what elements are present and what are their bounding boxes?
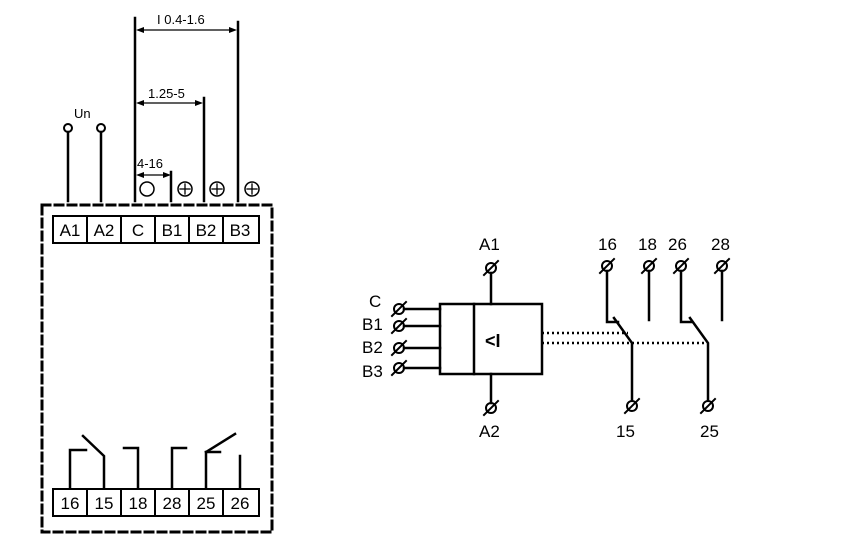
input-label-b3: B3	[362, 362, 383, 381]
undercurrent-symbol: <I	[485, 331, 501, 351]
contact-terminal-25-icon	[699, 397, 717, 415]
contact-terminal-15-icon	[623, 397, 641, 415]
contact-label-18: 18	[638, 235, 657, 254]
terminal-label-a1: A1	[60, 221, 81, 240]
screw-terminal-icon	[244, 181, 260, 197]
range-label-0-4-1-6: I 0.4-1.6	[157, 12, 205, 27]
input-label-b2: B2	[362, 338, 383, 357]
dimension-arrow-icon	[195, 100, 203, 106]
terminal-label-28: 28	[163, 494, 182, 513]
dashed-housing	[40, 203, 274, 534]
dimension-arrow-icon	[229, 27, 237, 33]
open-terminal-icon	[139, 181, 155, 197]
contact-label-16: 16	[598, 235, 617, 254]
terminal-layout: A1 A2 C B1 B2 B3 16 15 18 28 25 26 Un	[40, 12, 274, 534]
range-label-1-25-5: 1.25-5	[148, 86, 185, 101]
schematic: <I A1 A2 C B1 B2 B3	[362, 235, 731, 441]
dimension-arrow-icon	[136, 100, 144, 106]
supply-label-un: Un	[74, 106, 91, 121]
contact-label-28: 28	[711, 235, 730, 254]
coil-terminal-a2-icon	[482, 399, 500, 417]
terminal-label-26: 26	[231, 494, 250, 513]
terminal-label-b2: B2	[196, 221, 217, 240]
contact-label-25: 25	[700, 422, 719, 441]
terminal-label-a2: A2	[94, 221, 115, 240]
contact-set-2: 26 28 25	[668, 235, 731, 441]
terminal-label-b1: B1	[162, 221, 183, 240]
screw-terminal-icon	[209, 181, 225, 197]
current-range-leads: I 0.4-1.6 1.25-5 4-16	[133, 12, 260, 203]
contact-label-26: 26	[668, 235, 687, 254]
terminal-label-15: 15	[95, 494, 114, 513]
supply-leads: Un	[63, 106, 106, 203]
dimension-arrow-icon	[163, 172, 171, 178]
coil-label-a2: A2	[479, 422, 500, 441]
internal-contacts	[68, 432, 242, 489]
terminal-label-25: 25	[197, 494, 216, 513]
bottom-terminal-strip: 16 15 18 28 25 26	[52, 488, 260, 517]
input-terminals: C B1 B2 B3	[362, 292, 442, 381]
terminal-label-b3: B3	[230, 221, 251, 240]
range-label-4-16: 4-16	[137, 156, 163, 171]
coil-label-a1: A1	[479, 235, 500, 254]
contact-label-15: 15	[616, 422, 635, 441]
terminal-label-16: 16	[61, 494, 80, 513]
dimension-arrow-icon	[136, 172, 144, 178]
input-label-c: C	[369, 292, 381, 311]
terminal-label-c: C	[132, 221, 144, 240]
contact-set-1: 16 18 15	[598, 235, 658, 441]
top-terminal-strip: A1 A2 C B1 B2 B3	[52, 215, 260, 244]
input-label-b1: B1	[362, 315, 383, 334]
screw-terminal-icon	[177, 181, 193, 197]
dimension-arrow-icon	[136, 27, 144, 33]
terminal-label-18: 18	[129, 494, 148, 513]
